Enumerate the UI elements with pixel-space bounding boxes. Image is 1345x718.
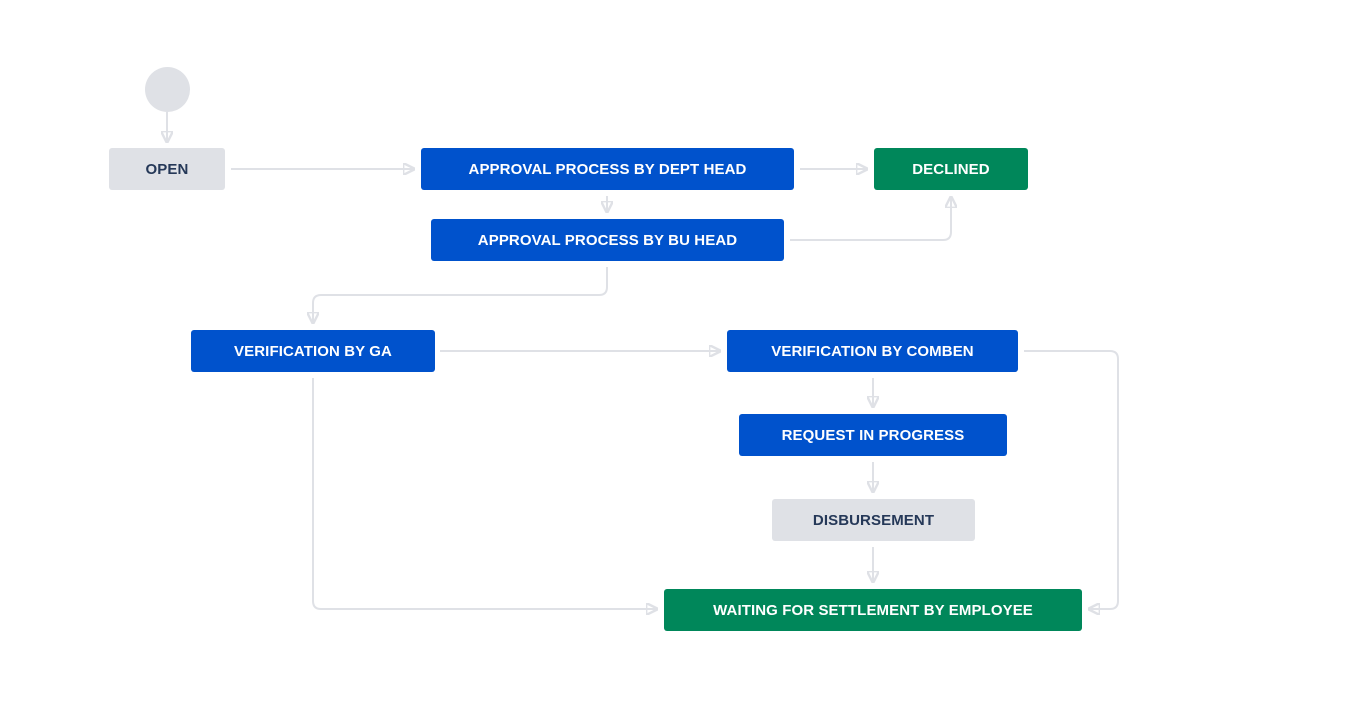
status-disbursement[interactable]: DISBURSEMENT: [772, 499, 975, 541]
status-verification-comben[interactable]: VERIFICATION BY COMBEN: [727, 330, 1018, 372]
connector-ga-to-waiting-settlement: [312, 378, 657, 609]
status-open[interactable]: OPEN: [109, 148, 225, 190]
connector-bu-head-to-verification-ga: [313, 267, 608, 323]
status-approval-bu-head[interactable]: APPROVAL PROCESS BY BU HEAD: [431, 219, 784, 261]
status-verification-ga[interactable]: VERIFICATION BY GA: [191, 330, 435, 372]
status-waiting-settlement[interactable]: WAITING FOR SETTLEMENT BY EMPLOYEE: [664, 589, 1082, 631]
status-approval-dept-head[interactable]: APPROVAL PROCESS BY DEPT HEAD: [421, 148, 794, 190]
status-declined[interactable]: DECLINED: [874, 148, 1028, 190]
connector-comben-to-waiting-settlement: [1024, 350, 1119, 609]
start-circle-icon: [145, 67, 190, 112]
connector-bu-head-to-declined: [790, 197, 951, 241]
status-request-in-progress[interactable]: REQUEST IN PROGRESS: [739, 414, 1007, 456]
